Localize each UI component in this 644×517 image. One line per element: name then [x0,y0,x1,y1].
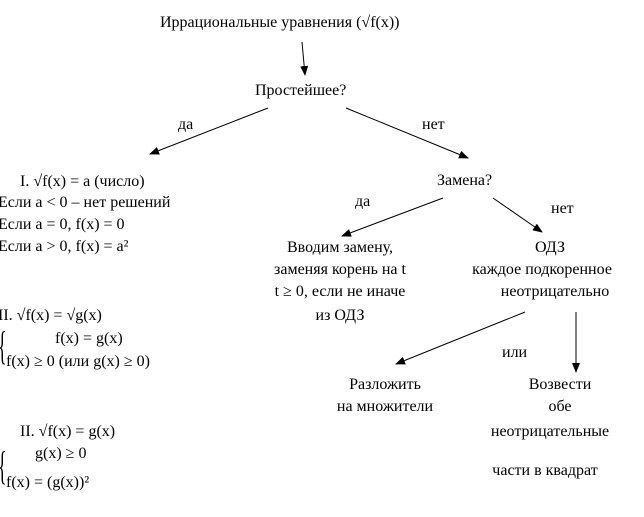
square-line2: обе [548,398,572,415]
label-yes-2: да [355,193,371,210]
factor-line1: Разложить [349,376,421,393]
square-line4: части в квадрат [492,462,598,479]
title: Иррациональные уравнения (√f(x)) [160,14,400,31]
odz-line3: неотрицательно [500,283,610,300]
subst-yes-line2: заменяя корень на t [274,261,406,278]
case2-system-cond: f(x) ≥ 0 (или g(x) ≥ 0) [6,353,150,370]
arrow-odz-factor [395,311,526,365]
subst-yes-line3: t ≥ 0, если не иначе [274,283,406,300]
case1-line-neg: Если a < 0 – нет решений [0,194,171,211]
arrow-subst-yes [341,197,444,237]
subst-yes-line4: из ОДЗ [315,307,365,324]
case2-system-eq: f(x) = g(x) [55,330,123,347]
case3-system-brace: { [0,446,7,486]
square-line1: Возвести [528,376,592,393]
label-no-2: нет [551,200,574,217]
arrow-simple-yes [149,107,269,155]
arrow-subst-no [492,197,543,233]
factor-line2: на множители [336,398,434,415]
case1-heading: I. √f(x) = a (число) [20,173,145,190]
label-or: или [502,344,528,361]
case2-heading: II. √f(x) = √g(x) [0,307,102,324]
case2-system-brace: { [0,326,7,366]
case3-system-cond: g(x) ≥ 0 [35,445,87,462]
case1-line-pos: Если a > 0, f(x) = a² [0,238,129,255]
square-line3: неотрицательные [490,423,610,440]
question-simplest: Простейшее? [255,82,347,99]
label-no-1: нет [422,116,445,133]
case1-line-zero: Если a = 0, f(x) = 0 [0,216,125,233]
case3-heading: II. √f(x) = g(x) [20,423,116,440]
arrow-title-to-simple [300,41,309,76]
case3-system-eq: f(x) = (g(x))² [6,474,90,491]
odz-line2: каждое подкоренное [472,261,612,278]
question-substitution: Замена? [437,172,493,189]
arrow-simple-no [345,107,469,159]
label-yes-1: да [178,116,194,133]
subst-yes-line1: Вводим замену, [286,239,394,256]
odz-line1: ОДЗ [534,239,566,256]
